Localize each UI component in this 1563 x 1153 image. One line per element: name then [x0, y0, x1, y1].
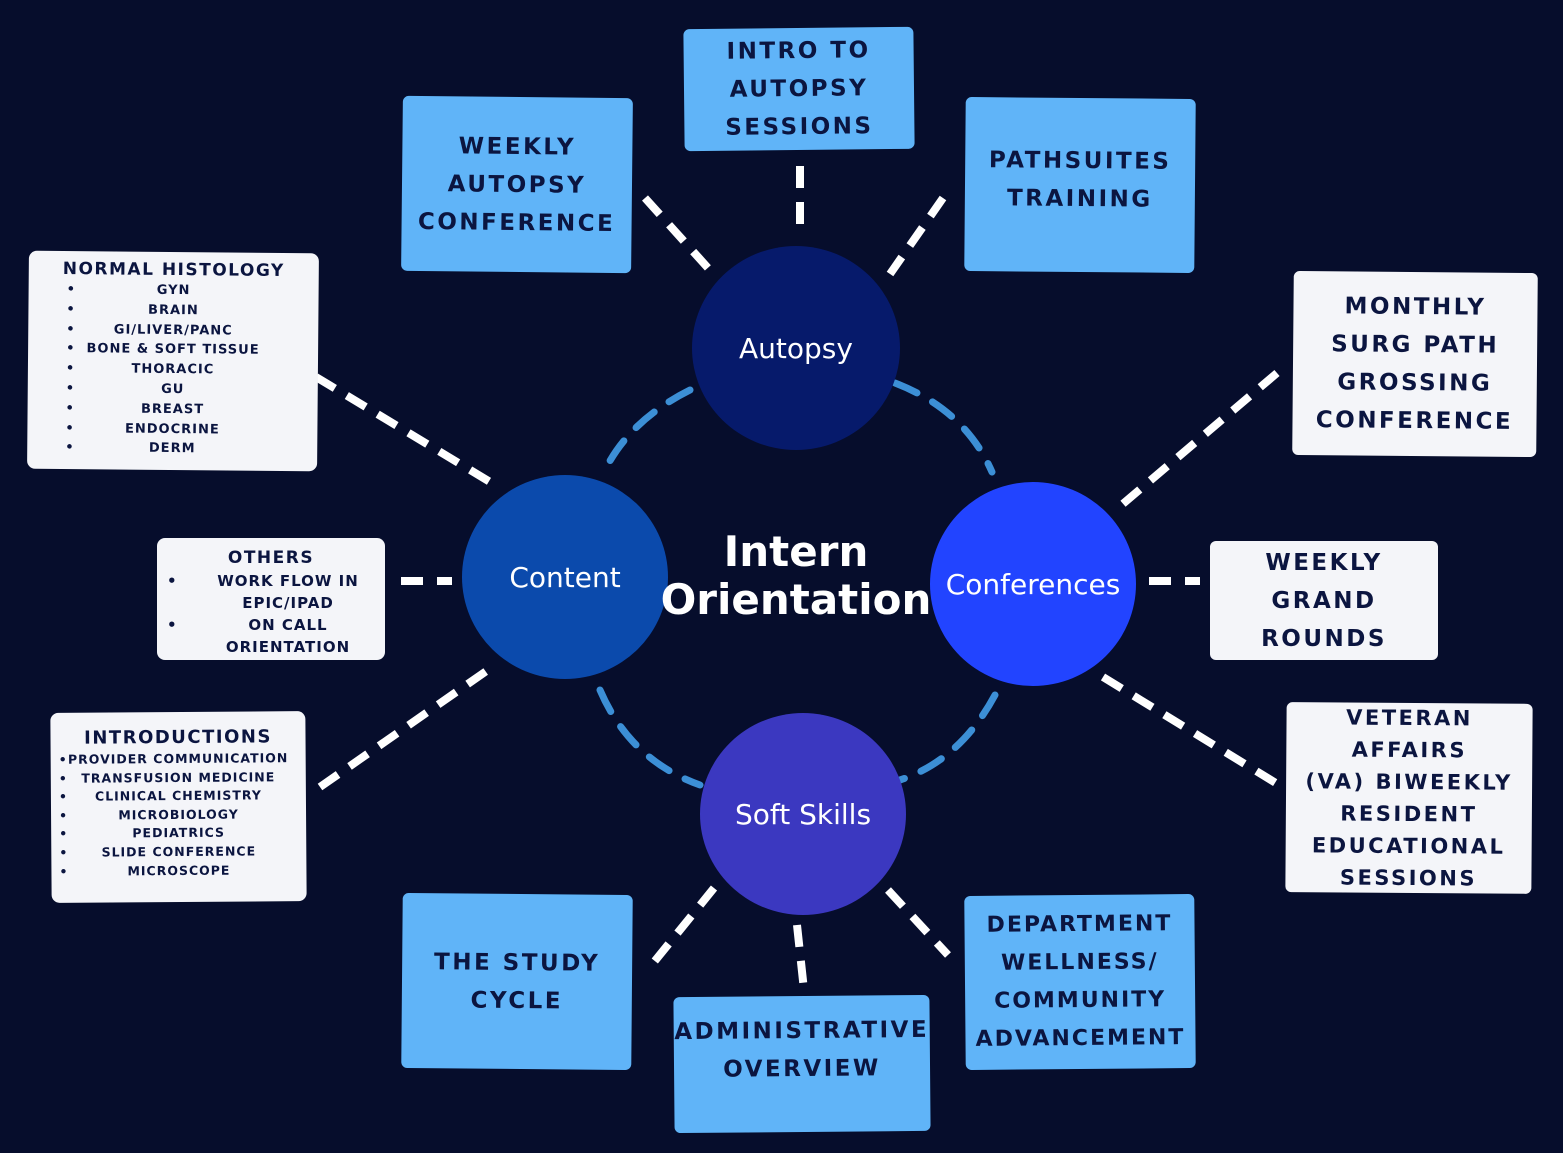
- list-item: BREAST: [27, 399, 317, 421]
- box-line: WEEKLY: [1265, 549, 1383, 576]
- connector-introductions: [317, 661, 498, 791]
- content-hub: Content: [462, 475, 668, 679]
- list-item: DERM: [27, 438, 317, 460]
- list-item: MICROSCOPE: [51, 861, 306, 881]
- box-line: CONFERENCE: [417, 208, 616, 237]
- weekly-grand-rounds-box: WEEKLY GRAND ROUNDS: [1210, 541, 1438, 660]
- box-line: WELLNESS/: [1000, 949, 1159, 976]
- box-line: RESIDENT: [1340, 801, 1478, 827]
- box-line: COMMUNITY: [994, 987, 1167, 1014]
- conferences-hub: Conferences: [930, 482, 1136, 686]
- intro-to-autopsy-sessions-box: INTRO TO AUTOPSY SESSIONS: [683, 26, 915, 152]
- box-line: CONFERENCE: [1315, 407, 1514, 435]
- list-item: THORACIC: [28, 359, 318, 381]
- box-line: THE STUDY: [433, 948, 601, 977]
- weekly-autopsy-conference-box: WEEKLY AUTOPSY CONFERENCE: [401, 95, 633, 274]
- conferences-hub-label: Conferences: [945, 567, 1121, 601]
- box-line: TRAINING: [1006, 185, 1153, 213]
- list-item: BRAIN: [28, 300, 318, 322]
- introductions-list: INTRODUCTIONS PROVIDER COMMUNICATION TRA…: [50, 711, 307, 903]
- box-line: AUTOPSY: [729, 75, 869, 103]
- box-line: (VA) BIWEEKLY: [1305, 769, 1513, 795]
- list-heading: NORMAL HISTOLOGY: [62, 259, 285, 281]
- list-item: SLIDE CONFERENCE: [51, 842, 306, 862]
- box-line: GROSSING: [1337, 369, 1493, 397]
- soft-skills-hub: Soft Skills: [700, 713, 906, 915]
- list-item: MICROBIOLOGY: [51, 805, 306, 825]
- title-line-2: Orientation: [660, 575, 932, 624]
- list-item: GYN: [29, 280, 319, 302]
- box-line: ADVANCEMENT: [975, 1025, 1186, 1052]
- title-line-1: Intern: [723, 527, 869, 576]
- list-item: PROVIDER COMMUNICATION: [51, 749, 306, 769]
- list-item: BONE & SOFT TISSUE: [28, 339, 318, 361]
- histology-items: GYN BRAIN GI/LIVER/PANC BONE & SOFT TISS…: [27, 280, 319, 461]
- list-item: CLINICAL CHEMISTRY: [51, 786, 306, 806]
- monthly-surg-path-grossing-conference-box: MONTHLY SURG PATH GROSSING CONFERENCE: [1292, 270, 1538, 458]
- diagram-title: Intern Orientation: [660, 528, 932, 624]
- box-line: WEEKLY: [458, 132, 577, 161]
- ring-arc-autopsy-conferences: [891, 379, 996, 476]
- content-hub-label: Content: [509, 560, 621, 594]
- va-biweekly-resident-sessions-box: VETERAN AFFAIRS (VA) BIWEEKLY RESIDENT E…: [1285, 702, 1533, 894]
- list-heading: INTRODUCTIONS: [84, 726, 272, 749]
- box-line: SESSIONS: [725, 113, 874, 141]
- box-line: GRAND: [1271, 587, 1377, 614]
- box-line: PATHSUITES: [988, 147, 1172, 175]
- autopsy-hub: Autopsy: [692, 246, 900, 450]
- administrative-overview-box: ADMINISTRATIVE OVERVIEW: [673, 994, 931, 1134]
- connector-wellness: [885, 887, 951, 958]
- normal-histology-list: NORMAL HISTOLOGY GYN BRAIN GI/LIVER/PANC…: [27, 250, 319, 472]
- department-wellness-box: DEPARTMENT WELLNESS/ COMMUNITY ADVANCEME…: [964, 893, 1196, 1071]
- connector-histology: [313, 373, 503, 492]
- box-line: CYCLE: [470, 987, 564, 1014]
- list-item: GI/LIVER/PANC: [28, 319, 318, 341]
- list-item: GU: [28, 379, 318, 401]
- ring-arc-conferences-softskills: [896, 691, 999, 784]
- soft-skills-hub-label: Soft Skills: [734, 797, 872, 831]
- box-line: SURG PATH: [1331, 331, 1500, 359]
- list-item: ENDOCRINE: [27, 418, 317, 440]
- pathsuites-training-box: PATHSUITES TRAINING: [964, 96, 1196, 274]
- box-line: INTRO TO: [726, 37, 871, 65]
- connector-study: [650, 885, 718, 965]
- connector-va: [1100, 673, 1282, 789]
- ring-arc-autopsy-content: [601, 386, 694, 474]
- box-line: EDUCATIONAL: [1311, 833, 1506, 859]
- box-line: OVERVIEW: [723, 1055, 881, 1083]
- connector-admin: [793, 924, 808, 991]
- others-list: OTHERS WORK FLOW IN EPIC/IPAD ON CALL OR…: [157, 538, 385, 660]
- box-line: DEPARTMENT: [986, 911, 1173, 938]
- connector-weekly-autopsy: [642, 195, 711, 271]
- box-line: MONTHLY: [1344, 293, 1487, 321]
- list-item: TRANSFUSION MEDICINE: [51, 768, 306, 788]
- box-line: ADMINISTRATIVE: [674, 1016, 930, 1046]
- ring-arc-content-softskills: [596, 686, 704, 789]
- autopsy-hub-label: Autopsy: [739, 331, 853, 365]
- box-line: ROUNDS: [1261, 625, 1387, 652]
- box-line: VETERAN AFFAIRS: [1346, 705, 1474, 763]
- box-line: SESSIONS: [1339, 865, 1478, 891]
- list-item: WORK FLOW IN EPIC/IPAD: [167, 570, 381, 614]
- connector-pathsuites: [886, 195, 947, 277]
- others-items: WORK FLOW IN EPIC/IPAD ON CALL ORIENTATI…: [167, 570, 381, 658]
- introductions-items: PROVIDER COMMUNICATION TRANSFUSION MEDIC…: [51, 749, 307, 881]
- study-cycle-box: THE STUDY CYCLE: [401, 892, 633, 1071]
- connector-monthly: [1115, 369, 1280, 512]
- list-item: PEDIATRICS: [51, 823, 306, 843]
- list-heading: OTHERS: [227, 548, 315, 568]
- box-line: AUTOPSY: [447, 170, 587, 199]
- list-item: ON CALL ORIENTATION: [167, 614, 381, 658]
